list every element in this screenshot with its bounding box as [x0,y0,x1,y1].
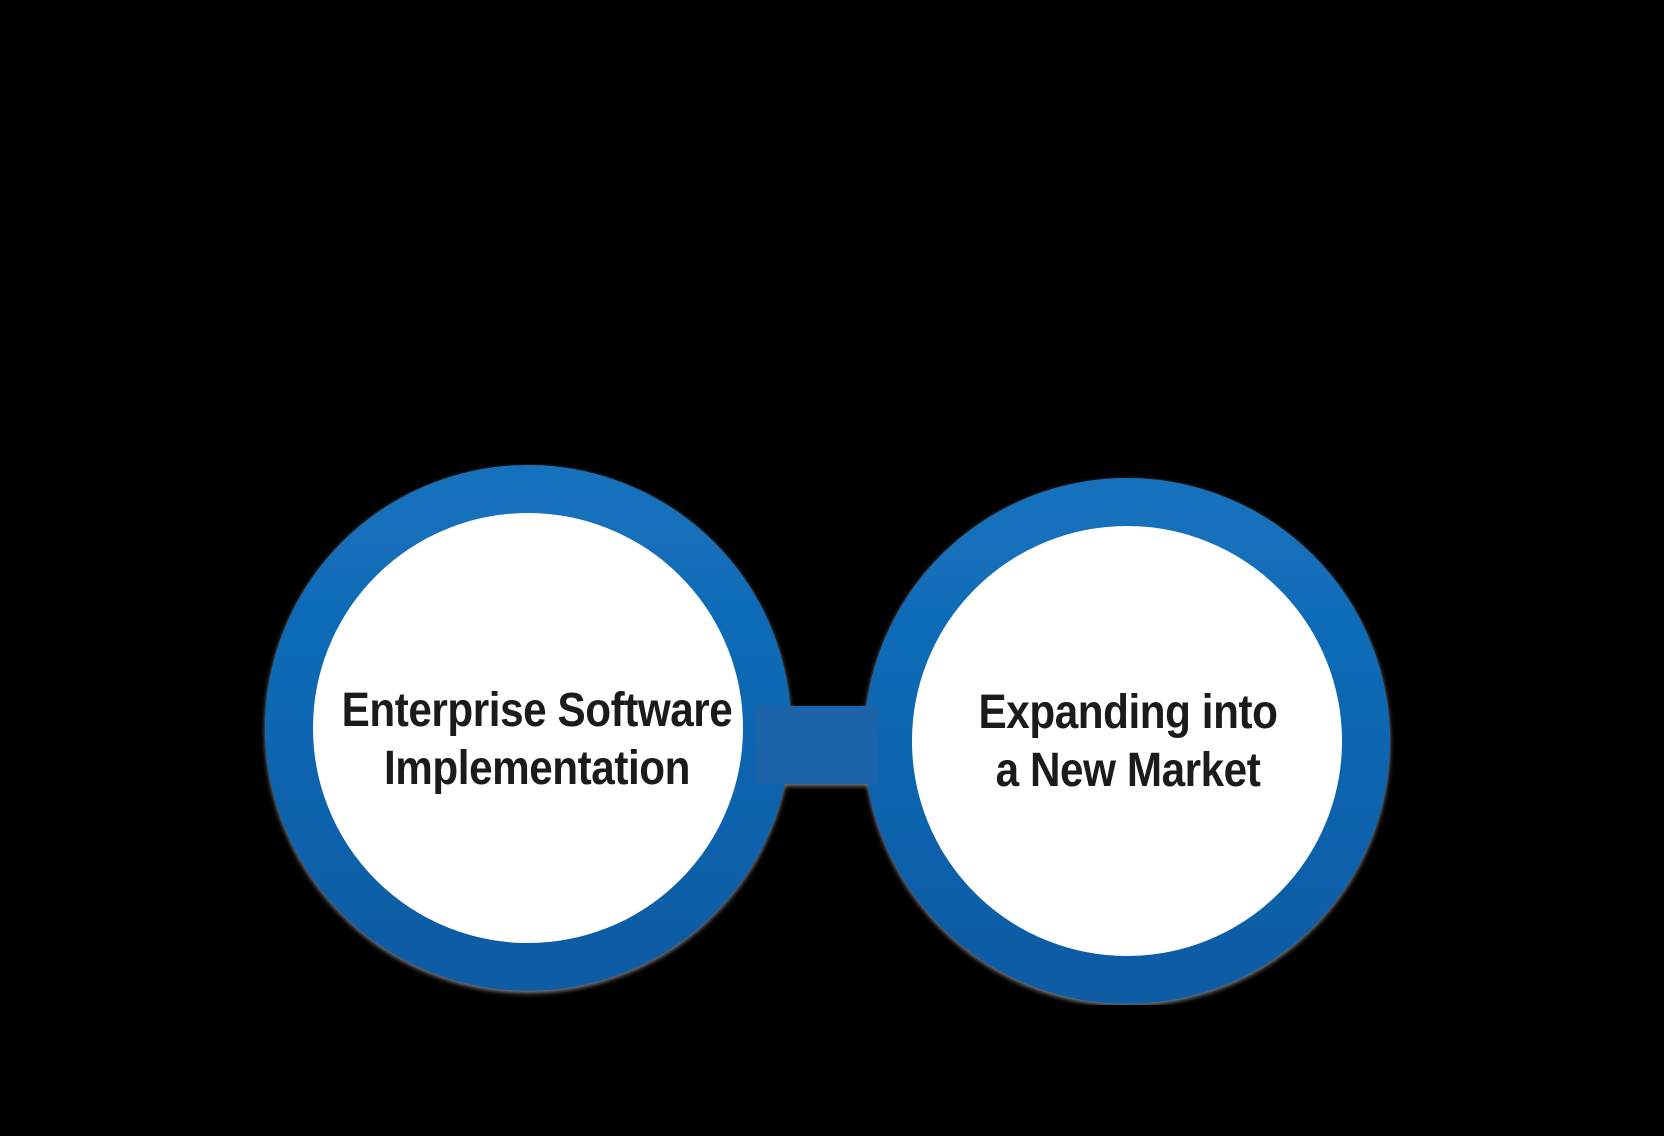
right-circle-label-line2: a New Market [995,744,1261,797]
left-circle-label-line1: Enterprise Software [341,684,733,737]
left-circle-label: Enterprise Software Implementation [342,682,733,798]
left-circle-label-line2: Implementation [384,742,690,795]
right-circle-label: Expanding into a New Market [979,684,1278,800]
right-circle-label-line1: Expanding into [978,686,1278,739]
right-circle-ring [864,478,1390,1004]
connector-bar [756,706,878,784]
